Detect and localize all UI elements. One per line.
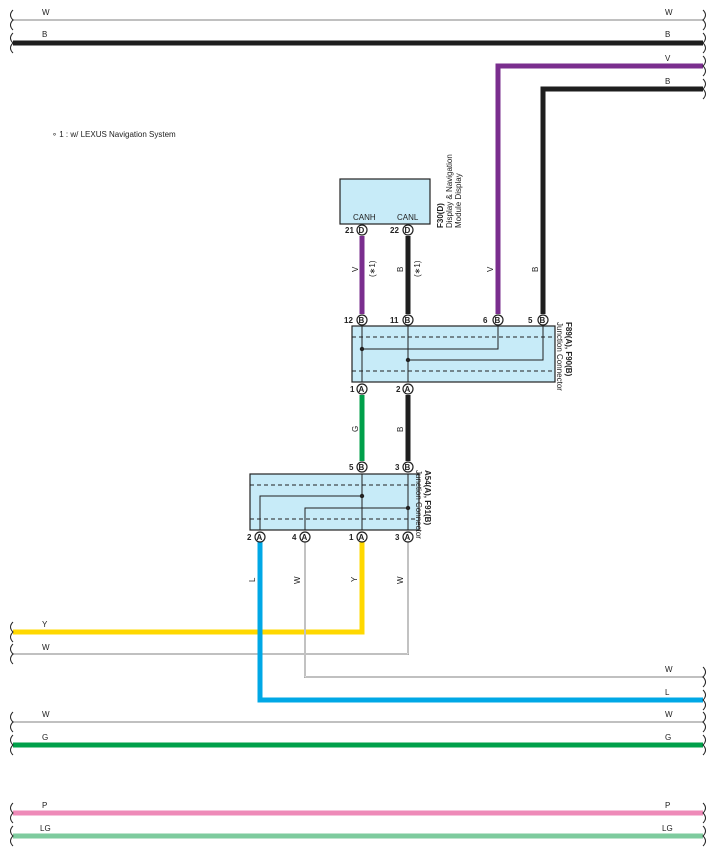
wire-label-g: G [351,426,360,432]
svg-text:11: 11 [390,316,399,325]
ju-pin-2: 2 A [396,383,414,395]
svg-text:2: 2 [247,533,252,542]
bus-label-right: V [665,54,671,63]
junction-upper-label: F89(A), F90(B) [564,322,573,377]
bus-b-top: B B [13,30,703,46]
bus-l-right: L [257,541,703,703]
wire-label-b: B [531,267,540,272]
svg-text:B: B [405,463,411,472]
wire-label-w: W [396,576,405,584]
bus-w-right: W [304,541,703,678]
junction-lower: A54(A), F91(B) Junction Connector [249,470,432,539]
bus-w-mid: W W [13,710,703,723]
jl-pin-2: 2 A [247,531,266,543]
ju-pin-5: 5 B [528,314,549,326]
bus-v-right: V [495,54,703,314]
svg-text:A: A [359,385,365,394]
svg-text:A: A [405,385,411,394]
display-pin-21: 21 D [345,224,368,236]
bus-label-left: B [42,30,47,39]
bus-label-right: P [665,801,670,810]
wire-label-w: W [293,576,302,584]
junction-lower-label: A54(A), F91(B) [423,470,432,525]
svg-text:5: 5 [528,316,533,325]
bus-w-top: W W [13,8,703,21]
bus-w-left: W [13,541,409,655]
pin-name-canl: CANL [397,213,419,222]
bus-label-left: W [42,710,50,719]
bus-label-right: L [665,688,670,697]
svg-text:D: D [359,226,365,235]
svg-text:5: 5 [349,463,354,472]
bus-label-right: B [665,77,670,86]
wire-note: (∗1) [413,260,422,277]
svg-text:21: 21 [345,226,354,235]
bus-label-right: W [665,8,673,17]
wire-label-l: L [248,577,257,582]
svg-text:A: A [405,533,411,542]
svg-text:A: A [302,533,308,542]
ju-pin-12: 12 B [344,314,368,326]
svg-text:22: 22 [390,226,399,235]
bus-lg: LG LG [13,824,703,839]
bus-label-left: W [42,643,50,652]
svg-text:6: 6 [483,316,488,325]
ju-pin-11: 11 B [390,314,414,326]
bus-label-right: W [665,665,673,674]
svg-text:D: D [405,226,411,235]
bus-label-left: LG [40,824,51,833]
bus-label-left: G [42,733,48,742]
svg-text:B: B [359,316,365,325]
bus-label-left: W [42,8,50,17]
svg-text:3: 3 [395,533,400,542]
footnote: ∘ 1 : w/ LEXUS Navigation System [52,130,176,139]
ju-pin-1: 1 A [350,383,368,395]
wire-label-b: B [396,427,405,432]
jl-pin-5: 5 B [349,461,368,473]
display-module: CANH CANL F30(D) Display & Navigation Mo… [339,154,463,228]
junction-upper: F89(A), F90(B) Junction Connector [351,322,573,391]
wire-label-y: Y [350,576,359,582]
svg-text:B: B [495,316,501,325]
bus-label-right: G [665,733,671,742]
bus-b-right: B [540,77,703,314]
bus-label-left: P [42,801,47,810]
display-label-2: Display & Navigation [445,154,454,228]
bus-g: G G [13,733,703,748]
svg-text:4: 4 [292,533,297,542]
bus-label-right: LG [662,824,673,833]
jl-pin-3: 3 B [395,461,414,473]
ju-pin-6: 6 B [483,314,504,326]
bus-label-right: B [665,30,670,39]
break-marks [10,9,706,847]
display-label-3: Module Display [454,173,463,228]
display-label: F30(D) [436,203,445,228]
svg-text:B: B [405,316,411,325]
jl-pin-4: 4 A [292,531,311,543]
jl-pin-3a: 3 A [395,531,414,543]
jl-pin-1: 1 A [349,531,368,543]
svg-text:3: 3 [395,463,400,472]
svg-text:A: A [257,533,263,542]
svg-text:B: B [359,463,365,472]
svg-text:2: 2 [396,385,401,394]
svg-text:1: 1 [349,533,354,542]
wire-note: (∗1) [368,260,377,277]
svg-text:1: 1 [350,385,355,394]
svg-text:A: A [359,533,365,542]
bus-p: P P [13,801,703,816]
svg-text:B: B [540,316,546,325]
pin-name-canh: CANH [353,213,376,222]
junction-upper-label-2: Junction Connector [555,322,564,391]
wire-label-v: V [351,266,360,272]
wire-label-v: V [486,266,495,272]
wire-label-b: B [396,267,405,272]
bus-label-right: W [665,710,673,719]
svg-text:12: 12 [344,316,353,325]
bus-y: Y [13,541,365,635]
display-pin-22: 22 D [390,224,414,236]
junction-lower-label-2: Junction Connector [414,470,423,539]
bus-label-left: Y [42,620,48,629]
